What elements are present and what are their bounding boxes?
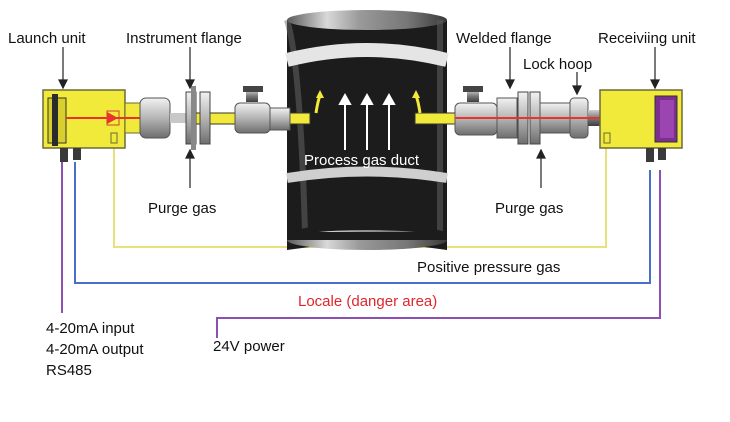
label-locale-danger-area: Locale (danger area) xyxy=(298,293,438,310)
welded-flange-assembly xyxy=(454,86,608,145)
pointer-welded-flange xyxy=(505,47,515,90)
label-receiving-unit: Receiviing unit xyxy=(598,30,696,47)
pointer-purge-right xyxy=(536,148,546,188)
pointer-launch-unit xyxy=(58,47,68,90)
pointer-purge-left xyxy=(185,148,195,188)
signal-line xyxy=(74,162,651,284)
receiving-unit xyxy=(599,89,683,162)
pointer-receiving-unit xyxy=(650,47,660,90)
label-instrument-flange: Instrument flange xyxy=(126,30,242,47)
power-line xyxy=(61,162,661,338)
label-io-4-20ma-input: 4-20mA input xyxy=(46,320,135,337)
label-purge-gas-left: Purge gas xyxy=(148,200,217,217)
label-welded-flange: Welded flange xyxy=(456,30,552,47)
launch-unit xyxy=(42,89,144,162)
label-io-4-20ma-output: 4-20mA output xyxy=(46,341,144,358)
right-purge-pipe xyxy=(412,90,456,125)
instrument-flange-assembly xyxy=(139,86,291,150)
label-24v-power: 24V power xyxy=(213,338,285,355)
label-process-gas-duct: Process gas duct xyxy=(304,152,420,169)
pointer-instrument-flange xyxy=(185,47,195,90)
gas-flow-arrows xyxy=(338,92,396,150)
label-positive-pressure-gas: Positive pressure gas xyxy=(417,259,561,276)
label-launch-unit: Launch unit xyxy=(8,30,86,47)
label-lock-hoop: Lock hoop xyxy=(523,56,593,73)
label-io-rs485: RS485 xyxy=(46,362,92,379)
pointer-lock-hoop xyxy=(572,72,582,96)
label-purge-gas-right: Purge gas xyxy=(495,200,564,217)
